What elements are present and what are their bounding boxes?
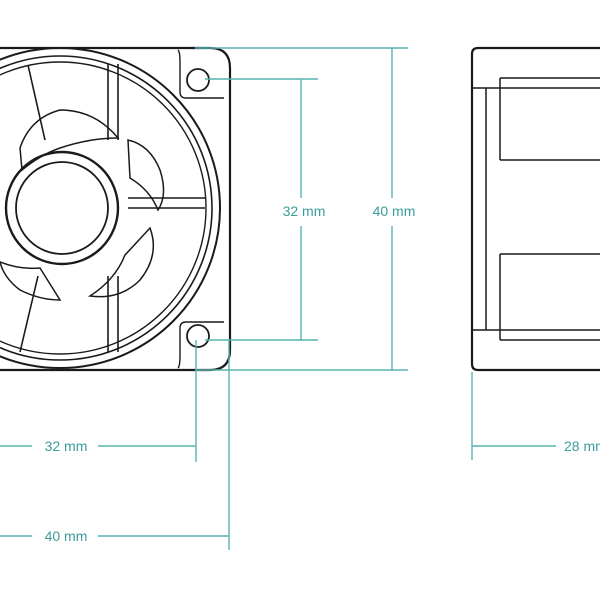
mount-pad-bottom (177, 321, 224, 369)
dim-label-32mm-vertical: 32 mm (283, 203, 326, 219)
dim-depth: 28 mm (471, 372, 600, 460)
dim-label-40mm-horizontal: 40 mm (45, 528, 88, 544)
dim-hole-spacing-horizontal: 32 mm (0, 438, 196, 454)
fan-hub-inner (15, 161, 109, 255)
fan-front-view (0, 46, 232, 372)
side-housing-detail (472, 77, 600, 341)
dim-label-40mm-vertical: 40 mm (373, 203, 416, 219)
fan-venturi-outer (0, 47, 221, 369)
front-view-dimensions: 32 mm 40 mm 32 mm 40 mm (0, 47, 416, 550)
mount-pad-top (177, 49, 224, 99)
fan-blades (0, 109, 165, 301)
dim-label-28mm: 28 mm (564, 438, 600, 454)
fan-frame-outline (0, 46, 232, 372)
side-housing-outline (470, 46, 600, 372)
mounting-hole-top (186, 68, 210, 92)
fan-side-view (470, 46, 600, 372)
fan-hub-outer (4, 150, 120, 266)
dim-hole-spacing-vertical: 32 mm (283, 79, 326, 340)
dim-label-32mm-horizontal: 32 mm (45, 438, 88, 454)
fan-venturi-mid (0, 55, 213, 361)
dim-overall-height: 40 mm (373, 48, 416, 370)
fan-venturi-inner (0, 61, 207, 355)
dim-overall-width: 40 mm (0, 528, 229, 544)
mounting-hole-bottom (186, 324, 210, 348)
fan-spokes (19, 64, 205, 353)
